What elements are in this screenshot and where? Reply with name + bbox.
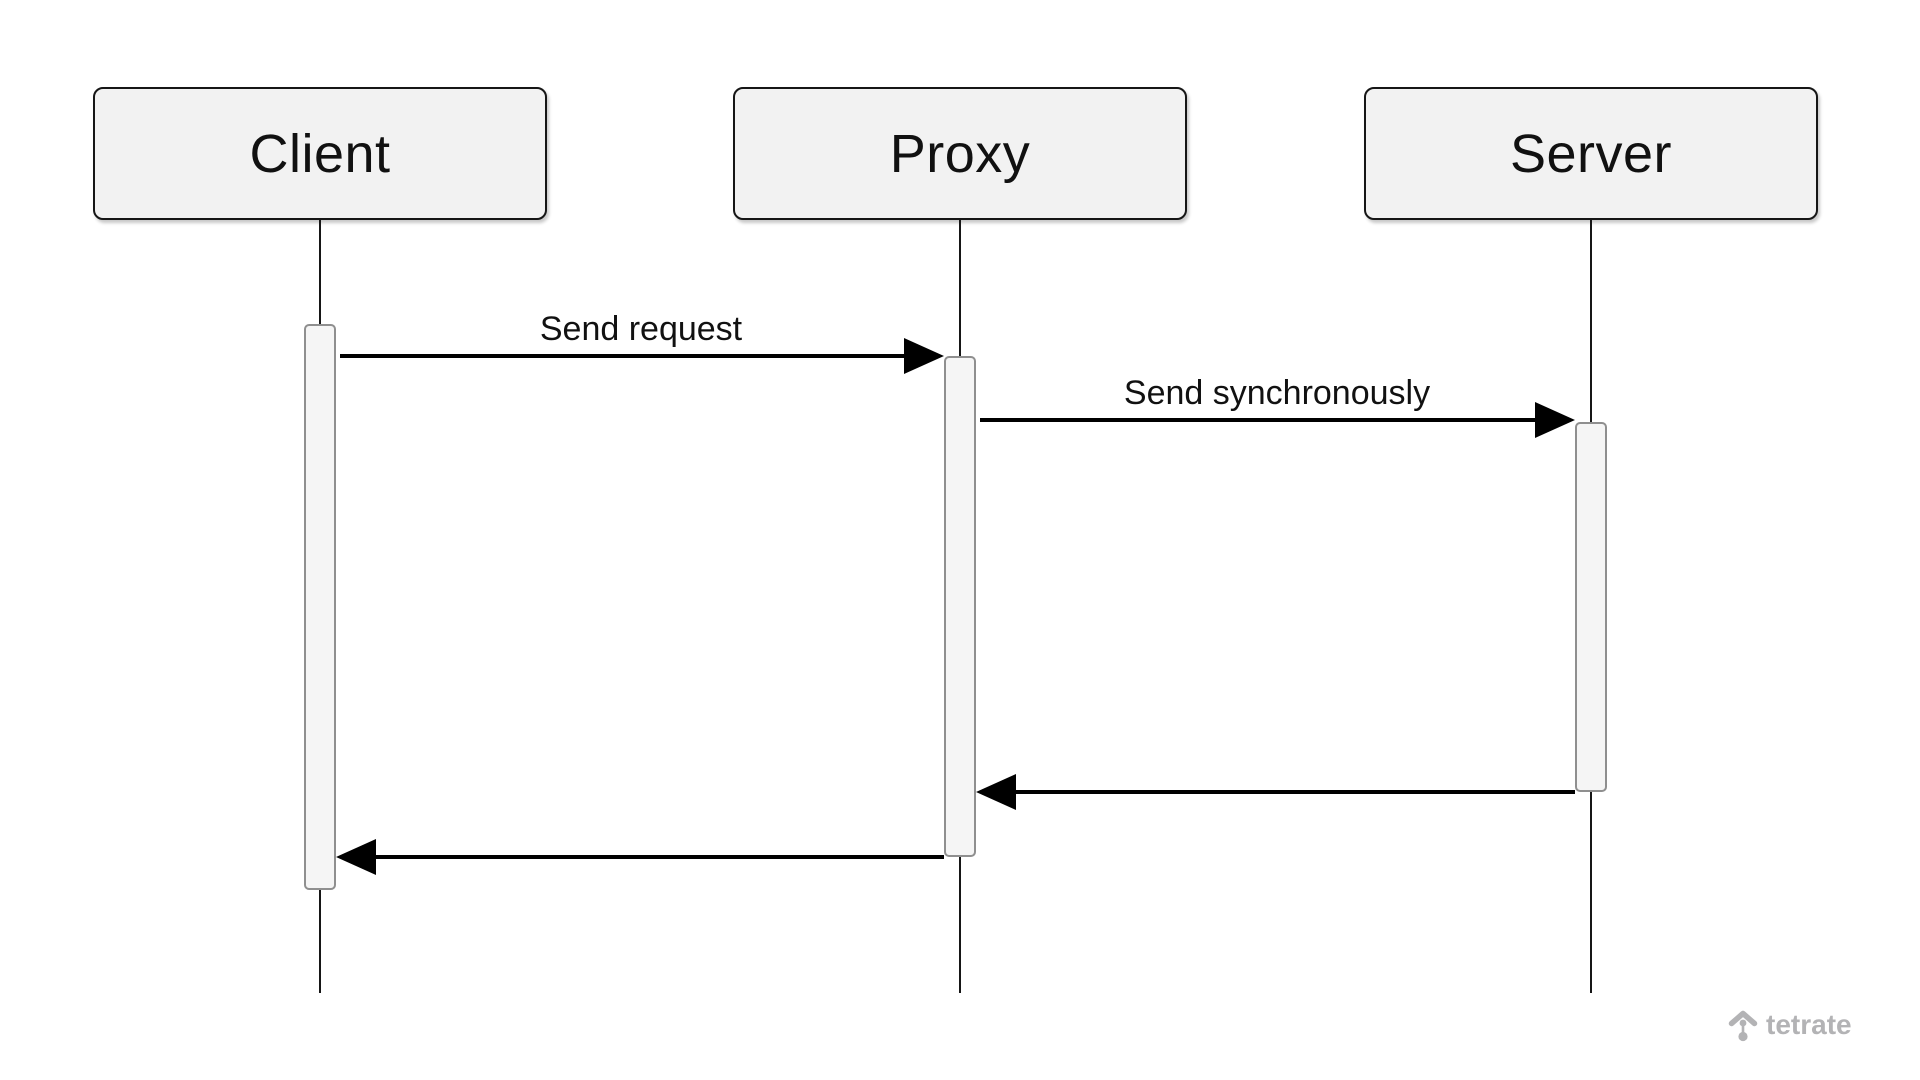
- message-line-proxy-to-server: [980, 418, 1537, 422]
- actor-label-server: Server: [1509, 123, 1673, 184]
- activation-bar-server: [1575, 422, 1607, 792]
- actor-box-server: Server: [1364, 87, 1818, 220]
- activation-bar-proxy: [944, 356, 976, 857]
- message-line-server-to-proxy: [1012, 790, 1575, 794]
- activation-bar-client: [304, 324, 336, 890]
- message-label-send-request: Send request: [539, 310, 743, 348]
- message-line-client-to-proxy: [340, 354, 906, 358]
- actor-label-proxy: Proxy: [889, 123, 1031, 184]
- arrowhead-left-icon: [336, 839, 376, 875]
- actor-label-client: Client: [249, 123, 391, 184]
- actor-box-client: Client: [93, 87, 547, 220]
- tetrate-logo: tetrate: [1727, 1008, 1852, 1044]
- arrowhead-right-icon: [904, 338, 944, 374]
- message-line-proxy-to-client: [374, 855, 944, 859]
- actor-box-proxy: Proxy: [733, 87, 1187, 220]
- tetrate-logo-text: tetrate: [1766, 1009, 1852, 1040]
- message-label-send-synchronously: Send synchronously: [1123, 374, 1431, 412]
- tetrate-mark-icon: [1728, 1010, 1758, 1042]
- arrowhead-right-icon: [1535, 402, 1575, 438]
- arrowhead-left-icon: [976, 774, 1016, 810]
